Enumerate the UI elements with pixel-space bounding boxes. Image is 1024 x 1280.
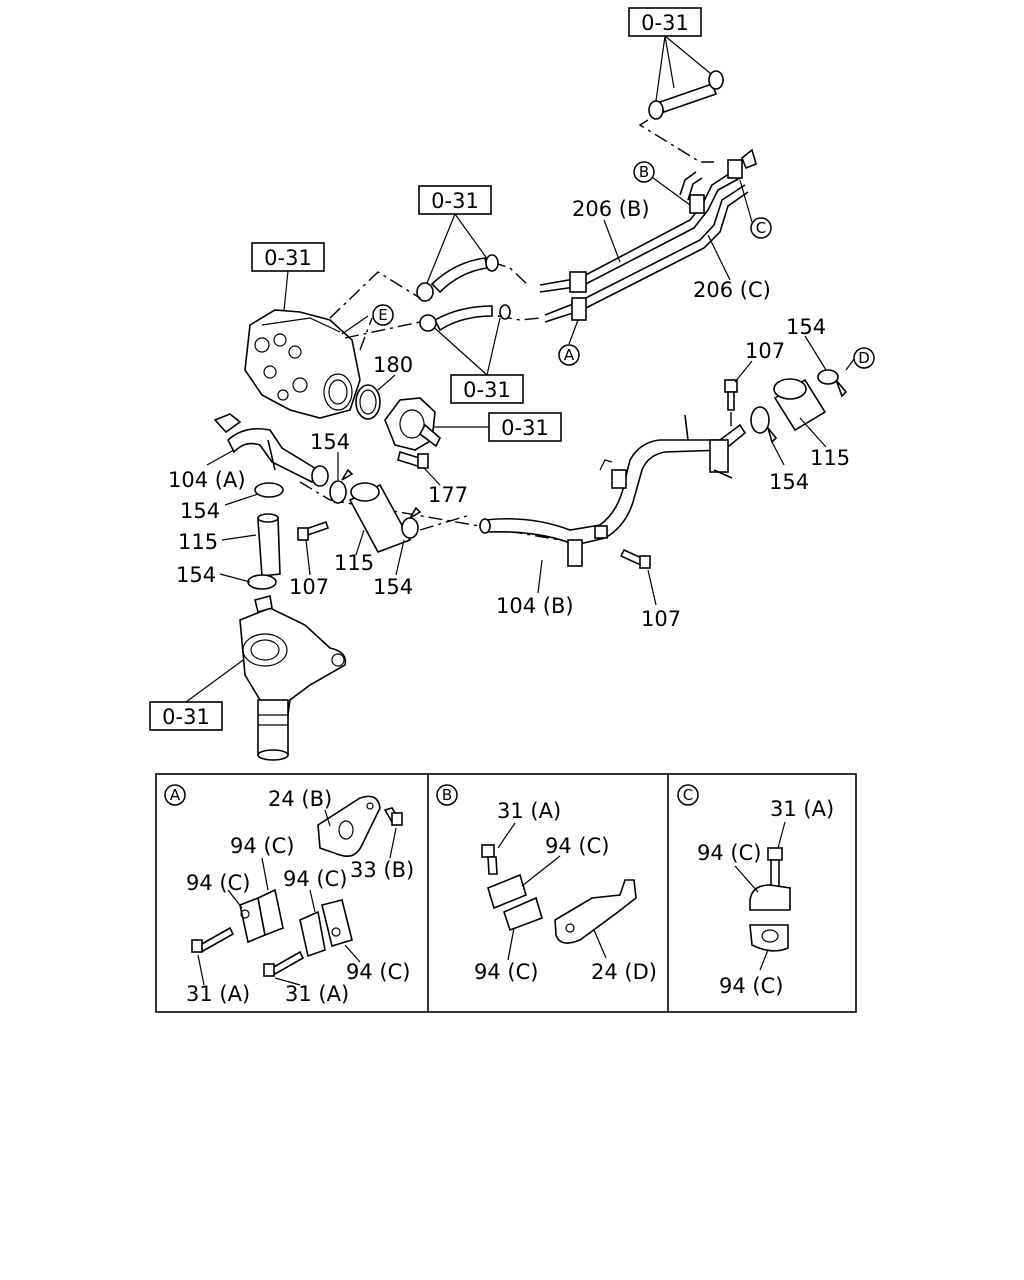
marker-c: C	[750, 217, 772, 239]
detail-b: B 31 (A) 94 (C) 94 (C) 24 (D)	[436, 784, 657, 984]
o-ring-180	[355, 384, 381, 420]
bolt-107-right	[724, 379, 738, 432]
callout-115-left: 115	[178, 530, 218, 554]
detail-a-94c-4: 94 (C)	[346, 960, 410, 984]
marker-letter: D	[858, 349, 870, 367]
water-inlet-pipe	[239, 595, 347, 761]
detail-c: C 31 (A) 94 (C) 94 (C)	[677, 784, 834, 998]
marker-letter: E	[378, 306, 387, 324]
callout-154-mid-2: 154	[373, 575, 413, 599]
detail-c-94c-2: 94 (C)	[719, 974, 783, 998]
ref-box-left: 0-31	[251, 242, 325, 272]
detail-b-94c-2: 94 (C)	[474, 960, 538, 984]
clamp-154-mid2	[401, 506, 471, 539]
callout-154-left-2: 154	[176, 563, 216, 587]
detail-a-94c-3: 94 (C)	[283, 867, 347, 891]
ref-box-right-label: 0-31	[501, 416, 549, 440]
detail-a-24b: 24 (B)	[268, 787, 332, 811]
detail-c-94c-1: 94 (C)	[697, 841, 761, 865]
marker-letter: C	[683, 786, 693, 804]
thermostat-housing	[244, 271, 421, 419]
callout-104a: 104 (A)	[168, 468, 246, 492]
detail-a-31a-2: 31 (A)	[285, 982, 349, 1006]
detail-b-31a: 31 (A)	[497, 799, 561, 823]
callout-154-right: 154	[769, 470, 809, 494]
hose-115-mid	[348, 482, 412, 553]
callout-115-right: 115	[810, 446, 850, 470]
marker-letter: A	[170, 786, 181, 804]
marker-a: A	[558, 344, 580, 366]
callout-107-top-right: 107	[745, 339, 785, 363]
ref-box-bottom-label: 0-31	[162, 705, 210, 729]
callout-104b: 104 (B)	[496, 594, 574, 618]
detail-a: A 24 (B) 33 (B) 94 (C) 94 (C) 94 (C)	[164, 784, 414, 1006]
bolt-177	[397, 450, 429, 470]
marker-letter: B	[639, 163, 649, 181]
callout-107-left: 107	[289, 575, 329, 599]
callout-154-top-right: 154	[786, 315, 826, 339]
water-outlet	[384, 397, 441, 451]
clamp-154-left-bottom	[247, 574, 277, 590]
ref-box-left-label: 0-31	[264, 246, 312, 270]
detail-b-24d: 24 (D)	[591, 960, 657, 984]
callout-154-left-1: 154	[180, 499, 220, 523]
pipe-206-assembly	[491, 119, 757, 323]
marker-b: B	[633, 161, 655, 183]
ref-box-top: 0-31	[628, 7, 702, 37]
detail-a-31a-1: 31 (A)	[186, 982, 250, 1006]
callout-206c: 206 (C)	[693, 278, 771, 302]
ref-box-bottom: 0-31	[149, 701, 223, 731]
clamp-154-right-top	[817, 369, 848, 398]
callout-206b: 206 (B)	[572, 197, 650, 221]
callout-115-mid: 115	[334, 551, 374, 575]
detail-a-33b: 33 (B)	[350, 858, 414, 882]
hose-115-left	[257, 513, 281, 577]
ref-box-lower-mid-label: 0-31	[463, 378, 511, 402]
detail-b-94c-1: 94 (C)	[545, 834, 609, 858]
bolt-107-left	[297, 520, 330, 541]
ref-box-lower-mid: 0-31	[450, 374, 524, 404]
callout-107-bottom: 107	[641, 607, 681, 631]
clamp-154-right-low	[750, 406, 778, 444]
detail-a-94c-2: 94 (C)	[186, 871, 250, 895]
bolt-107-bottom	[619, 548, 651, 569]
pipe-104b	[479, 414, 747, 567]
marker-letter: C	[756, 219, 766, 237]
marker-letter: B	[442, 786, 452, 804]
marker-e: E	[372, 304, 394, 326]
callout-154-mid: 154	[310, 430, 350, 454]
detail-panel	[155, 773, 857, 1013]
ref-box-upper-mid-label: 0-31	[431, 189, 479, 213]
clamp-154-mid	[329, 468, 354, 504]
marker-letter: A	[564, 346, 575, 364]
clamp-154-left-top	[254, 482, 284, 498]
detail-a-94c-1: 94 (C)	[230, 834, 294, 858]
callout-180: 180	[373, 353, 413, 377]
top-hose	[648, 70, 724, 120]
marker-d: D	[853, 347, 875, 369]
callout-177: 177	[428, 483, 468, 507]
hose-115-right	[773, 378, 827, 432]
ref-box-right: 0-31	[488, 412, 562, 442]
ref-box-upper-mid: 0-31	[418, 185, 492, 215]
small-hoses-mid	[416, 254, 511, 332]
ref-box-top-label: 0-31	[641, 11, 689, 35]
detail-c-31a: 31 (A)	[770, 797, 834, 821]
